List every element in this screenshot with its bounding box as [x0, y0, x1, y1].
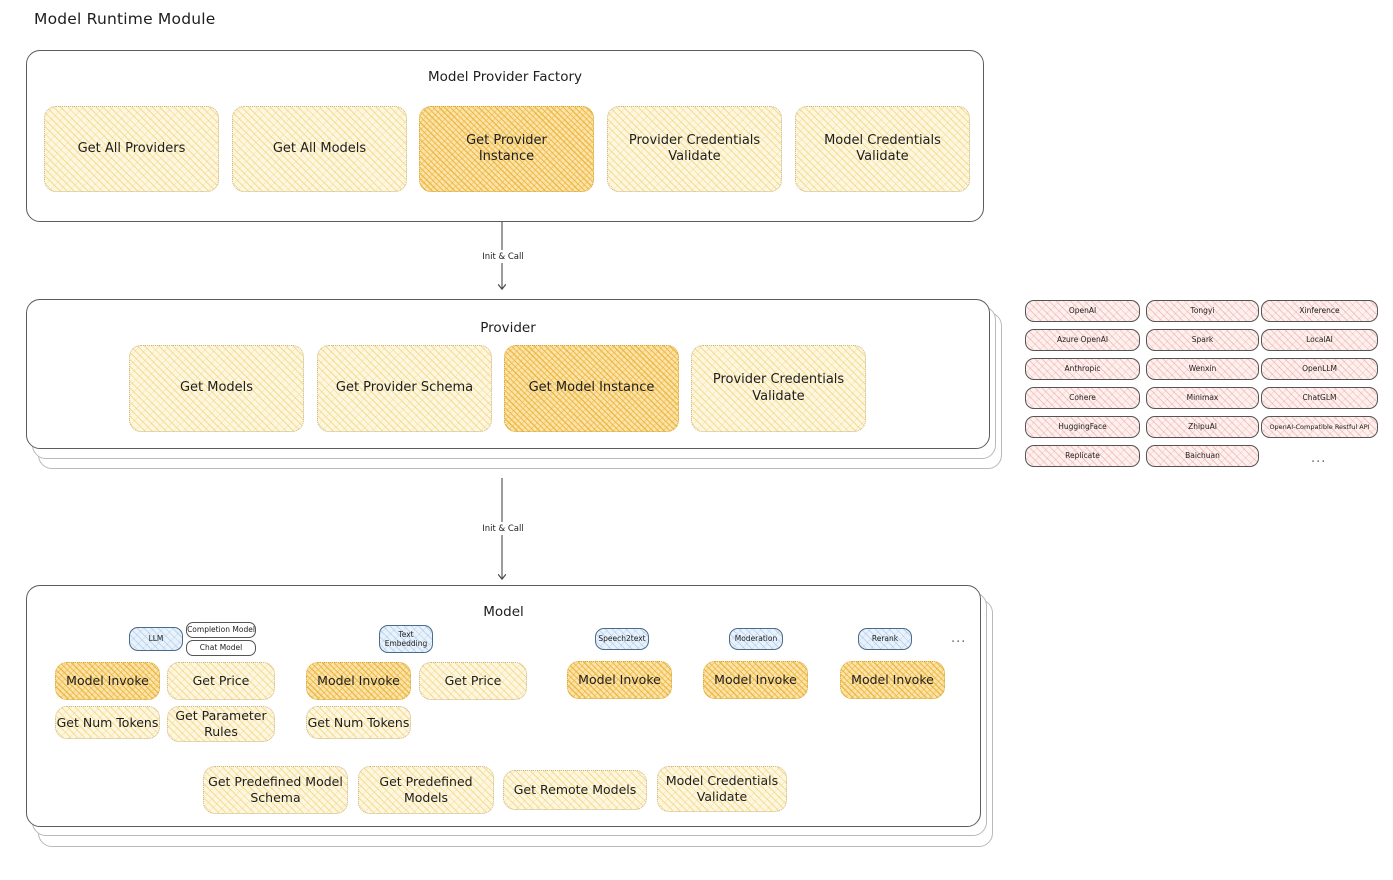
model-type-llm[interactable]: LLM	[129, 627, 183, 651]
provider-tag-baichuan[interactable]: Baichuan	[1146, 445, 1259, 467]
model-provider-factory-title: Model Provider Factory	[427, 69, 582, 85]
model-shared-get-predefined-models[interactable]: Get Predefined Models	[358, 766, 494, 814]
page-title: Model Runtime Module	[34, 10, 216, 28]
provider-tag-cohere[interactable]: Cohere	[1025, 387, 1140, 409]
model-shared-get-remote-models[interactable]: Get Remote Models	[503, 770, 647, 810]
model-shared-get-predefined-model-schema[interactable]: Get Predefined Model Schema	[203, 766, 348, 814]
factory-node-get-provider-instance[interactable]: Get Provider Instance	[419, 106, 594, 192]
provider-tag-minimax[interactable]: Minimax	[1146, 387, 1259, 409]
model-method-get-price[interactable]: Get Price	[419, 662, 527, 700]
provider-tag-wenxin[interactable]: Wenxin	[1146, 358, 1259, 380]
factory-node-get-all-models[interactable]: Get All Models	[232, 106, 407, 192]
model-type-rerank[interactable]: Rerank	[858, 628, 912, 650]
provider-node-get-model-instance[interactable]: Get Model Instance	[504, 345, 679, 432]
factory-node-model-credentials-validate[interactable]: Model Credentials Validate	[795, 106, 970, 192]
model-title: Model	[483, 604, 524, 620]
provider-tag-replicate[interactable]: Replicate	[1025, 445, 1140, 467]
provider-tag-anthropic[interactable]: Anthropic	[1025, 358, 1140, 380]
model-method-model-invoke[interactable]: Model Invoke	[840, 661, 945, 699]
model-method-model-invoke[interactable]: Model Invoke	[55, 662, 160, 700]
model-subtype-completion-model[interactable]: Completion Model	[186, 622, 256, 638]
provider-tag-tongyi[interactable]: Tongyi	[1146, 300, 1259, 322]
provider-node-provider-credentials-validate[interactable]: Provider Credentials Validate	[691, 345, 866, 432]
factory-node-get-all-providers[interactable]: Get All Providers	[44, 106, 219, 192]
provider-tag-chatglm[interactable]: ChatGLM	[1261, 387, 1378, 409]
model-type-speech2text[interactable]: Speech2text	[595, 628, 649, 650]
model-method-get-num-tokens[interactable]: Get Num Tokens	[55, 706, 160, 739]
edge-label-provider-to-model: Init & Call	[482, 524, 524, 534]
model-method-model-invoke[interactable]: Model Invoke	[703, 661, 808, 699]
provider-tag-openai-compatible-restful-api[interactable]: OpenAI-Compatible Restful API	[1261, 416, 1378, 438]
provider-tag-openai[interactable]: OpenAI	[1025, 300, 1140, 322]
model-method-get-num-tokens[interactable]: Get Num Tokens	[306, 706, 411, 739]
model-method-model-invoke[interactable]: Model Invoke	[306, 662, 411, 700]
provider-tag-azure-openai[interactable]: Azure OpenAI	[1025, 329, 1140, 351]
provider-title: Provider	[480, 320, 536, 336]
provider-node-get-models[interactable]: Get Models	[129, 345, 304, 432]
provider-tag-huggingface[interactable]: HuggingFace	[1025, 416, 1140, 438]
model-method-model-invoke[interactable]: Model Invoke	[567, 661, 672, 699]
edge-label-factory-to-provider: Init & Call	[482, 252, 524, 262]
provider-tag-spark[interactable]: Spark	[1146, 329, 1259, 351]
model-subtype-chat-model[interactable]: Chat Model	[186, 640, 256, 656]
provider-tag-zhipuai[interactable]: ZhipuAI	[1146, 416, 1259, 438]
model-type-text-embedding[interactable]: Text Embedding	[379, 625, 433, 653]
provider-tag-xinference[interactable]: Xinference	[1261, 300, 1378, 322]
model-type-moderation[interactable]: Moderation	[729, 628, 783, 650]
provider-tag-openllm[interactable]: OpenLLM	[1261, 358, 1378, 380]
provider-node-get-provider-schema[interactable]: Get Provider Schema	[317, 345, 492, 432]
model-types-more: ...	[951, 631, 967, 646]
provider-list-more: ...	[1311, 451, 1327, 466]
provider-tag-localai[interactable]: LocalAI	[1261, 329, 1378, 351]
model-method-get-parameter-rules[interactable]: Get Parameter Rules	[167, 706, 275, 742]
model-method-get-price[interactable]: Get Price	[167, 662, 275, 700]
model-shared-model-credentials-validate[interactable]: Model Credentials Validate	[657, 766, 787, 812]
factory-node-provider-credentials-validate[interactable]: Provider Credentials Validate	[607, 106, 782, 192]
